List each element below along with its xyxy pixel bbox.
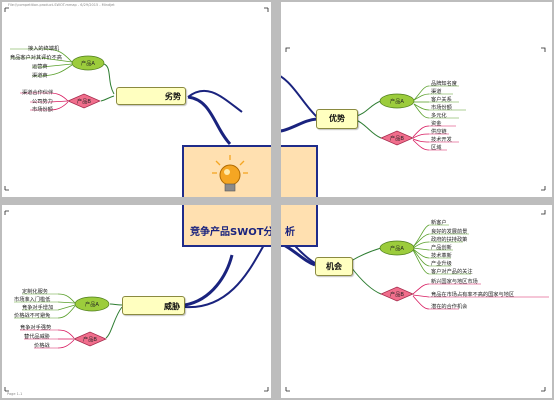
strength-a-item: 多元化: [431, 113, 447, 119]
lightbulb-icon: [212, 155, 248, 192]
strength-connectors: [281, 47, 546, 191]
strength-a-item: 渠道: [431, 89, 442, 95]
weakness-product-b[interactable]: 产品B: [77, 99, 91, 105]
weakness-a-item: 运营商: [32, 64, 48, 70]
page-threat: 竞争产品SWOT分析 威胁 产品A 产品B 定制化服务 市场准入门槛低 竞争对手…: [2, 205, 271, 398]
weakness-b-item: 公司势力: [32, 99, 53, 105]
central-topic-title-tail: 析: [285, 227, 295, 238]
page-strength: 优势 产品A 产品B 品牌知名度 渠道 客户关系 市场份额 多元化 资金 供应链…: [281, 2, 552, 197]
strength-b-item: 区域: [431, 145, 442, 151]
main-topic-threat[interactable]: 威胁: [122, 296, 185, 315]
main-topic-strength[interactable]: 优势: [316, 109, 358, 129]
strength-a-item: 品牌知名度: [431, 81, 457, 87]
opportunity-b-item: 竞品在市场占有率不高的国家与地区: [431, 292, 515, 298]
central-topic-box[interactable]: [182, 205, 271, 247]
main-topic-opportunity[interactable]: 机会: [315, 257, 353, 276]
page-opportunity: 析 机会 产品A 产品B 新客户 良好的发展前景 政府的扶持政策 产品创新 技术…: [281, 205, 552, 398]
threat-product-a[interactable]: 产品A: [85, 302, 99, 308]
weakness-b-item: 市场份额: [32, 107, 53, 113]
threat-b-item: 价格战: [34, 343, 50, 349]
threat-a-item: 竞争对手增加: [22, 305, 54, 311]
weakness-a-item: 渠道商: [32, 73, 48, 79]
strength-product-b[interactable]: 产品B: [390, 136, 404, 142]
strength-product-a[interactable]: 产品A: [390, 99, 404, 105]
threat-a-item: 定制化服务: [22, 289, 48, 295]
opportunity-product-a[interactable]: 产品A: [390, 246, 404, 252]
opportunity-a-item: 产品创新: [431, 245, 452, 251]
threat-connectors: [4, 210, 269, 392]
threat-a-item: 市场准入门槛低: [14, 297, 51, 303]
page-weakness: File:\\competition-product-SWOT.mmap - 6…: [2, 2, 271, 197]
threat-b-item: 竞争对手强势: [20, 325, 52, 331]
page-header-text: File:\\competition-product-SWOT.mmap - 6…: [8, 3, 115, 7]
central-topic-box[interactable]: [182, 145, 271, 197]
central-topic-title: 竞争产品SWOT分析: [190, 227, 271, 238]
opportunity-b-item: 潜在的合作机会: [431, 304, 468, 310]
strength-b-item: 资金: [431, 121, 442, 127]
weakness-product-a[interactable]: 产品A: [81, 61, 95, 67]
strength-b-item: 供应链: [431, 129, 447, 135]
main-topic-weakness[interactable]: 劣势: [116, 87, 186, 105]
page-footer-text: Page 1-1: [7, 392, 23, 396]
strength-a-item: 市场份额: [431, 105, 452, 111]
central-topic-box-edge: [281, 145, 318, 197]
opportunity-a-item: 产业升级: [431, 261, 452, 267]
weakness-b-item: 渠道合作伙伴: [22, 90, 54, 96]
threat-product-b[interactable]: 产品B: [83, 337, 97, 343]
opportunity-a-item: 良好的发展前景: [431, 229, 468, 235]
strength-a-item: 客户关系: [431, 97, 452, 103]
opportunity-a-item: 政府的扶持政策: [431, 237, 468, 243]
central-topic-box-edge: [281, 205, 318, 247]
opportunity-b-item: 新兴国家与地区市场: [431, 279, 478, 285]
opportunity-a-item: 技术革新: [431, 253, 452, 259]
opportunity-a-item: 新客户: [431, 220, 447, 226]
weakness-connectors: [4, 7, 269, 191]
threat-a-item: 价格战不可避免: [14, 313, 51, 319]
threat-b-item: 替代品威胁: [24, 334, 50, 340]
weakness-a-item: 接入的终端机: [28, 46, 60, 52]
opportunity-product-b[interactable]: 产品B: [390, 292, 404, 298]
weakness-a-item: 竞品客户对其评价不高: [10, 55, 62, 61]
strength-b-item: 技术开发: [431, 137, 452, 143]
opportunity-a-item: 客户对产品的关注: [431, 269, 473, 275]
opportunity-connectors: [281, 210, 549, 392]
